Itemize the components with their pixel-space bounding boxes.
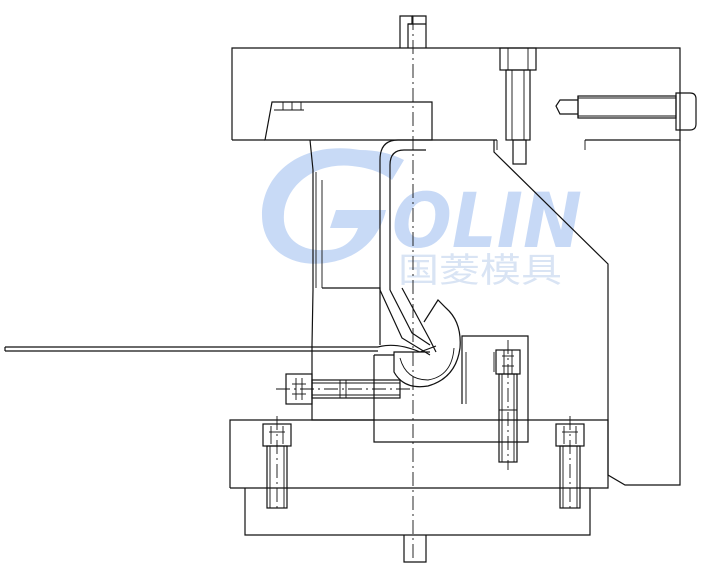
lower-die-shoe [229, 419, 609, 536]
rotary-die [393, 299, 461, 388]
stripper-bolt-top [499, 47, 537, 165]
horizontal-cap-screw [276, 373, 410, 405]
shank [399, 15, 427, 48]
watermark-g-logo [262, 148, 404, 264]
side-screw [555, 92, 697, 131]
insert-cap-screw [495, 340, 521, 470]
punch-holder-seat [264, 101, 433, 141]
watermark-cjk: 国菱模具 [398, 251, 562, 291]
watermark: OLIN 国菱模具 [262, 148, 582, 291]
punch-body [309, 139, 381, 346]
watermark-latin: OLIN [392, 176, 582, 265]
bending-punch [379, 139, 437, 356]
lower-cap-screw-left [262, 416, 292, 512]
upper-die-plate [231, 47, 681, 141]
bottom-spigot [403, 535, 427, 563]
lower-cap-screw-right [555, 416, 585, 512]
sheet-workpiece [4, 344, 437, 353]
